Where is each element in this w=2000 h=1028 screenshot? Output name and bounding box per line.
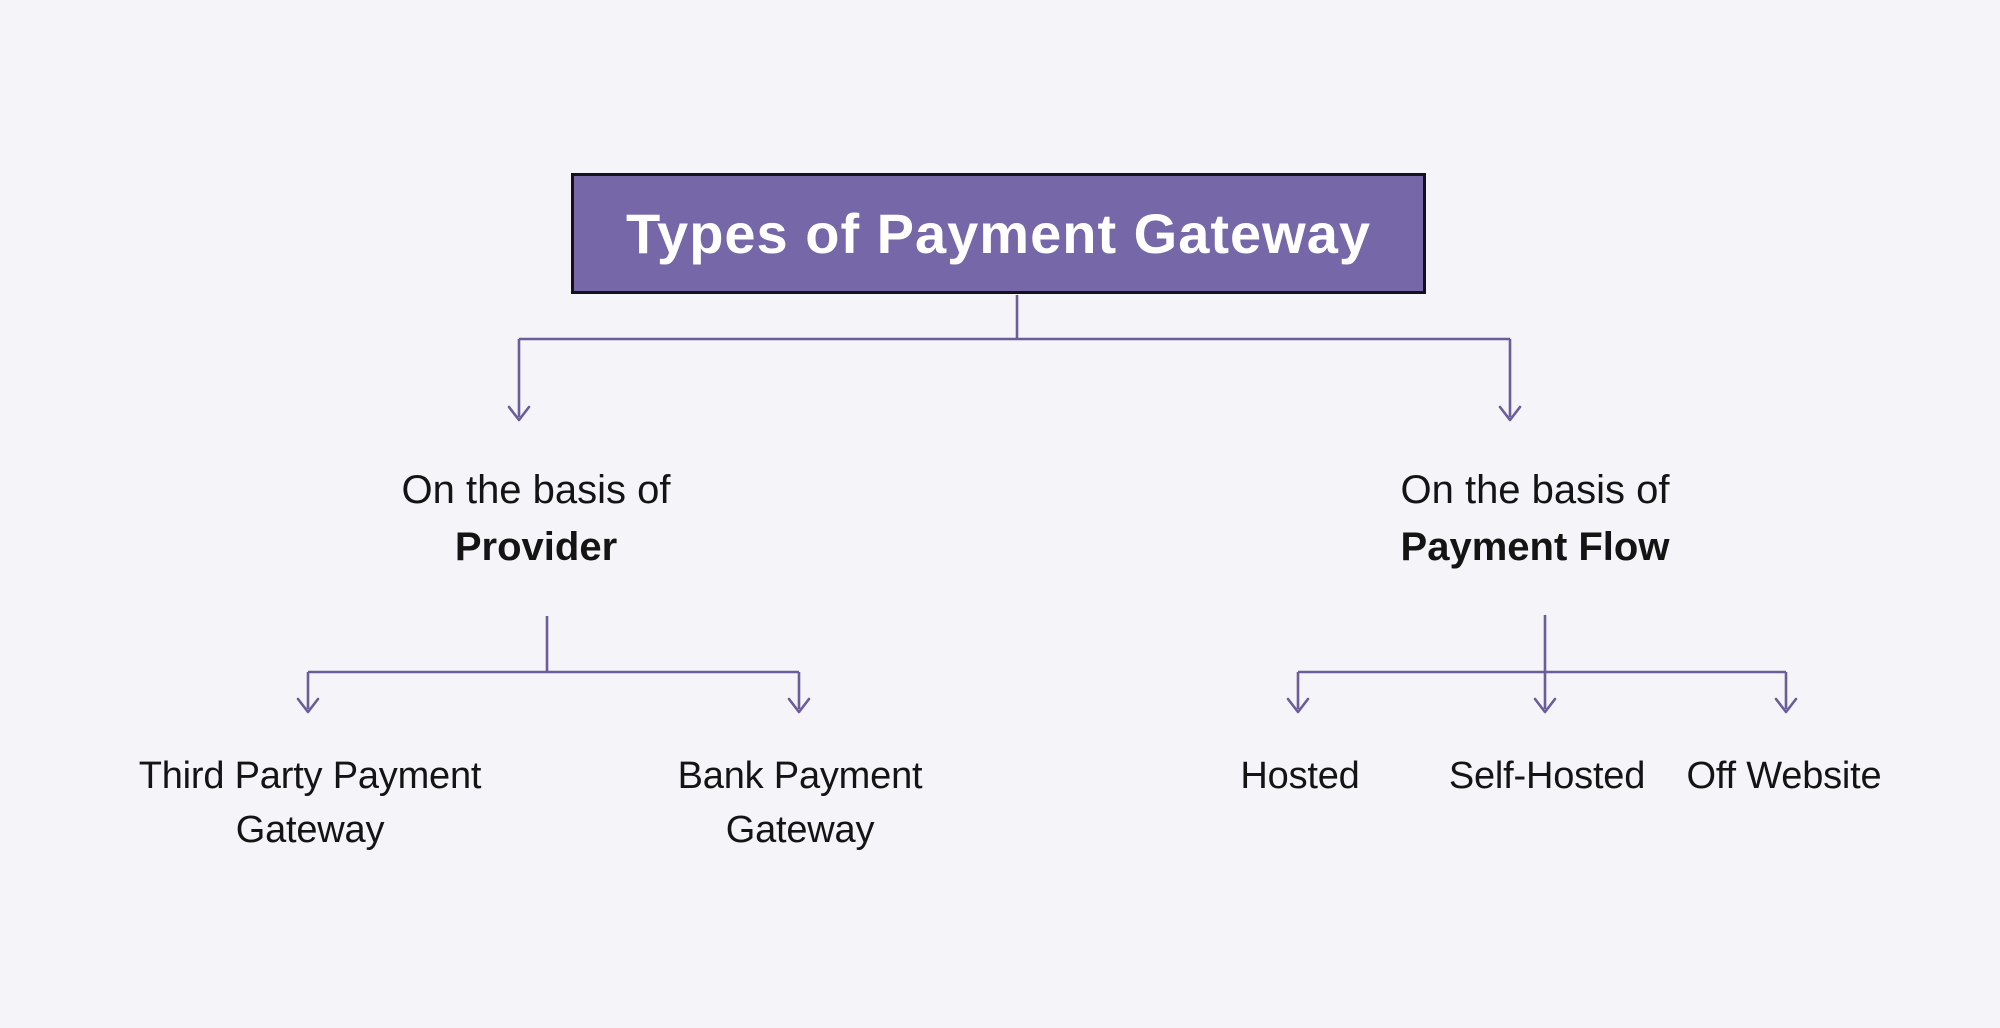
leaf-label-line: Third Party Payment (138, 755, 482, 797)
leaf-node-bank-payment-gateway: Bank Payment Gateway (678, 749, 923, 857)
connector-level2-right (1286, 615, 1798, 714)
leaf-label-line: Bank Payment (677, 755, 923, 797)
leaf-label-line: Hosted (1240, 755, 1360, 797)
branch-node-payment-flow: On the basis of Payment Flow (1400, 462, 1669, 576)
leaf-label-line: Off Website (1686, 755, 1882, 797)
arrowhead-icon (1533, 697, 1557, 714)
leaf-node-hosted: Hosted (1240, 749, 1359, 803)
arrowhead-icon (787, 697, 811, 714)
arrowhead-icon (1498, 405, 1522, 422)
connector-level1 (507, 295, 1522, 422)
arrowhead-icon (507, 405, 531, 422)
branch-prefix: On the basis of (1400, 468, 1670, 512)
leaf-node-third-party-payment-gateway: Third Party Payment Gateway (139, 749, 482, 857)
page-title: Types of Payment Gateway (626, 202, 1371, 265)
branch-prefix: On the basis of (401, 468, 671, 512)
leaf-label-line: Self-Hosted (1448, 755, 1646, 797)
arrowhead-icon (296, 697, 320, 714)
arrowhead-icon (1286, 697, 1310, 714)
branch-node-provider: On the basis of Provider (401, 462, 670, 576)
root-node: Types of Payment Gateway (571, 173, 1426, 294)
connector-level2-left (296, 616, 811, 714)
leaf-label-line: Gateway (235, 809, 385, 851)
leaf-node-self-hosted: Self-Hosted (1448, 749, 1646, 803)
leaf-node-off-website: Off Website (1687, 749, 1882, 803)
branch-name: Payment Flow (1400, 525, 1670, 569)
leaf-label-line: Gateway (725, 809, 875, 851)
arrowhead-icon (1774, 697, 1798, 714)
branch-name: Provider (454, 525, 618, 569)
